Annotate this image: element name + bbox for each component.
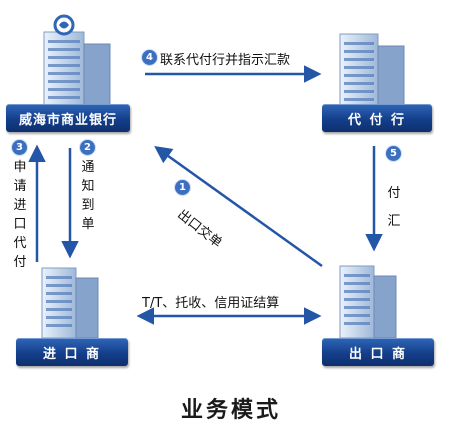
diagram-title: 业务模式 bbox=[180, 398, 281, 423]
settlement-label: T/T、托收、信用证结算 bbox=[142, 296, 280, 311]
node-importer-bank: 威海市商业银行 bbox=[6, 104, 130, 132]
node-exporter: 出 口 商 bbox=[322, 338, 434, 366]
flow-label-3: 申请进口代付 bbox=[13, 160, 27, 270]
step-badge-2: 2 bbox=[80, 140, 95, 155]
step-badge-5: 5 bbox=[386, 146, 401, 161]
building-icon-bank bbox=[43, 14, 111, 106]
step-badge-1: 1 bbox=[175, 180, 190, 195]
flow-label-4: 联系代付行并指示汇款 bbox=[160, 53, 291, 68]
flow-label-5: 付汇 bbox=[387, 186, 401, 229]
building-icon-importer bbox=[41, 267, 99, 338]
step-badge-3: 3 bbox=[12, 140, 27, 155]
building-icon-paying-bank bbox=[339, 33, 405, 108]
building-icon-exporter bbox=[339, 265, 397, 338]
node-paying-bank: 代 付 行 bbox=[322, 104, 432, 132]
arrow-step-1 bbox=[154, 145, 323, 268]
node-importer: 进 口 商 bbox=[16, 338, 128, 366]
flow-label-2: 通知到单 bbox=[81, 160, 95, 232]
step-badge-4: 4 bbox=[142, 50, 157, 65]
